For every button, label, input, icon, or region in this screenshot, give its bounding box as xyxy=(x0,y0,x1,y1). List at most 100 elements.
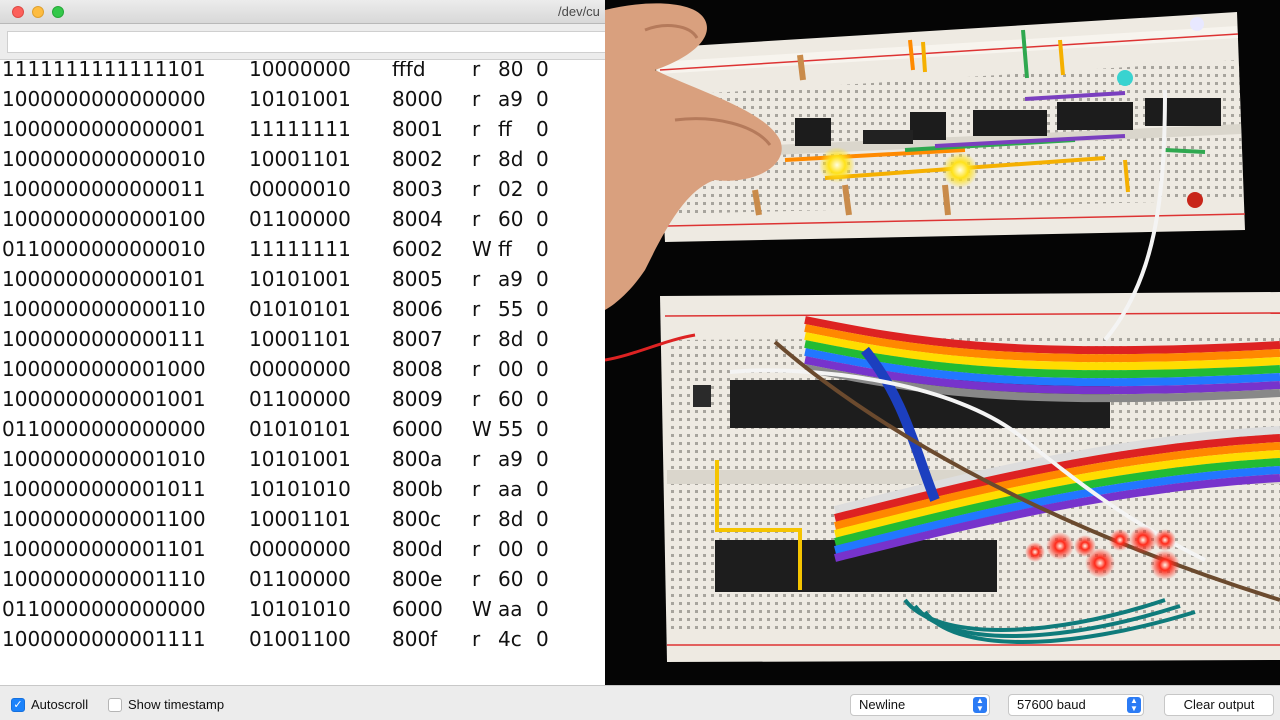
address-bits: 1000000000000110 xyxy=(2,297,206,321)
trailing-value: 0 xyxy=(536,387,549,411)
data-bits: 10101010 xyxy=(249,597,351,621)
data-hex: aa xyxy=(498,477,523,501)
data-bits: 01100000 xyxy=(249,567,351,591)
send-bar xyxy=(0,24,605,60)
trailing-value: 0 xyxy=(536,537,549,561)
data-hex: 8d xyxy=(498,327,524,351)
data-bits: 01010101 xyxy=(249,417,351,441)
read-write-flag: r xyxy=(472,207,481,231)
trailing-value: 0 xyxy=(536,477,549,501)
trailing-value: 0 xyxy=(536,147,549,171)
breadboard-video-frame xyxy=(605,0,1280,685)
data-hex: 80 xyxy=(498,61,524,81)
trailing-value: 0 xyxy=(536,267,549,291)
chevron-updown-icon: ▲▼ xyxy=(1127,697,1141,713)
address-hex: 8009 xyxy=(392,387,443,411)
address-hex: 6000 xyxy=(392,417,443,441)
address-bits: 1000000000000011 xyxy=(2,177,206,201)
address-hex: 8001 xyxy=(392,117,443,141)
data-bits: 10101001 xyxy=(249,267,351,291)
window-title: /dev/cu xyxy=(558,4,600,19)
address-hex: 8000 xyxy=(392,87,443,111)
address-bits: 0110000000000010 xyxy=(2,237,206,261)
address-hex: 8005 xyxy=(392,267,443,291)
address-bits: 1000000000001001 xyxy=(2,387,206,411)
data-hex: a9 xyxy=(498,447,523,471)
show-timestamp-label: Show timestamp xyxy=(128,697,225,712)
show-timestamp-checkbox[interactable] xyxy=(108,698,122,712)
send-input[interactable] xyxy=(7,31,605,53)
data-hex: ff xyxy=(498,237,512,261)
read-write-flag: r xyxy=(472,357,481,381)
address-hex: 800e xyxy=(392,567,443,591)
data-hex: a9 xyxy=(498,87,523,111)
trailing-value: 0 xyxy=(536,357,549,381)
read-write-flag: r xyxy=(472,537,481,561)
trailing-value: 0 xyxy=(536,417,549,441)
trailing-value: 0 xyxy=(536,507,549,531)
read-write-flag: r xyxy=(472,297,481,321)
data-bits: 00000010 xyxy=(249,177,351,201)
read-write-flag: r xyxy=(472,117,481,141)
address-bits: 0110000000000000 xyxy=(2,417,206,441)
address-bits: 1000000000001011 xyxy=(2,477,206,501)
read-write-flag: r xyxy=(472,147,481,171)
presenter-hand xyxy=(605,3,782,310)
read-write-flag: W xyxy=(472,237,492,261)
address-hex: 800f xyxy=(392,627,438,651)
address-bits: 1000000000001110 xyxy=(2,567,206,591)
data-hex: 55 xyxy=(498,297,524,321)
data-hex: 8d xyxy=(498,147,524,171)
address-hex: fffd xyxy=(392,61,426,81)
minimize-window-button[interactable] xyxy=(32,6,44,18)
data-hex: 8d xyxy=(498,507,524,531)
trailing-value: 0 xyxy=(536,87,549,111)
read-write-flag: r xyxy=(472,61,481,81)
data-bits: 00000000 xyxy=(249,537,351,561)
data-bits: 10101001 xyxy=(249,87,351,111)
address-hex: 8006 xyxy=(392,297,443,321)
data-hex: 60 xyxy=(498,207,524,231)
trailing-value: 0 xyxy=(536,567,549,591)
trailing-value: 0 xyxy=(536,117,549,141)
data-bits: 10001101 xyxy=(249,147,351,171)
data-bits: 10001101 xyxy=(249,327,351,351)
read-write-flag: r xyxy=(472,267,481,291)
line-ending-select[interactable]: Newline ▲▼ xyxy=(850,694,990,716)
autoscroll-label: Autoscroll xyxy=(31,697,89,712)
data-hex: 00 xyxy=(498,357,524,381)
baud-rate-select[interactable]: 57600 baud ▲▼ xyxy=(1008,694,1144,716)
address-hex: 6000 xyxy=(392,597,443,621)
data-bits: 10001101 xyxy=(249,507,351,531)
read-write-flag: r xyxy=(472,327,481,351)
read-write-flag: r xyxy=(472,477,481,501)
address-bits: 1000000000001111 xyxy=(2,627,206,651)
address-hex: 8003 xyxy=(392,177,443,201)
address-hex: 800d xyxy=(392,537,443,561)
data-bits: 10000000 xyxy=(249,61,351,81)
trailing-value: 0 xyxy=(536,177,549,201)
address-bits: 1000000000001010 xyxy=(2,447,206,471)
address-bits: 1000000000000111 xyxy=(2,327,206,351)
trailing-value: 0 xyxy=(536,237,549,261)
title-bar: /dev/cu xyxy=(0,0,605,24)
read-write-flag: r xyxy=(472,627,481,651)
address-hex: 8008 xyxy=(392,357,443,381)
zoom-window-button[interactable] xyxy=(52,6,64,18)
data-hex: 02 xyxy=(498,177,524,201)
address-bits: 1000000000000000 xyxy=(2,87,206,111)
read-write-flag: W xyxy=(472,417,492,441)
address-bits: 1000000000001100 xyxy=(2,507,206,531)
close-window-button[interactable] xyxy=(12,6,24,18)
read-write-flag: r xyxy=(472,507,481,531)
clear-output-button[interactable]: Clear output xyxy=(1164,694,1274,716)
autoscroll-checkbox[interactable]: ✓ xyxy=(11,698,25,712)
address-bits: 0110000000000000 xyxy=(2,597,206,621)
read-write-flag: r xyxy=(472,177,481,201)
trailing-value: 0 xyxy=(536,447,549,471)
data-hex: aa xyxy=(498,597,523,621)
trailing-value: 0 xyxy=(536,297,549,321)
data-bits: 10101010 xyxy=(249,477,351,501)
address-bits: 1000000000001000 xyxy=(2,357,206,381)
